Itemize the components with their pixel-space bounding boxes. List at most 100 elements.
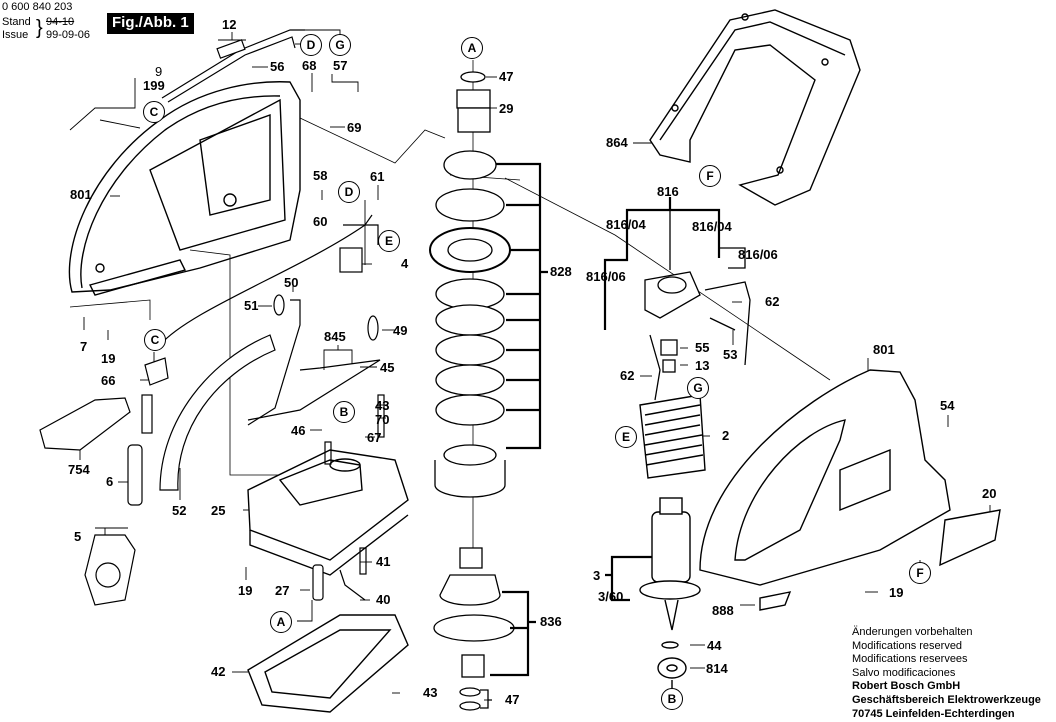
callout-814[interactable]: 814 <box>706 661 728 676</box>
company-name: Robert Bosch GmbH <box>852 680 961 693</box>
callout-47-top[interactable]: 47 <box>499 69 514 84</box>
callout-816-04-right[interactable]: 816/04 <box>692 219 732 234</box>
callout-46[interactable]: 46 <box>291 423 306 438</box>
header-bracket: } <box>36 17 43 39</box>
callout-29[interactable]: 29 <box>499 101 514 116</box>
callout-50[interactable]: 50 <box>284 275 299 290</box>
note-salvo-modificaciones-es: Salvo modificaciones <box>852 666 956 679</box>
ref-circle-D-mid[interactable]: D <box>338 181 360 203</box>
callout-69[interactable]: 69 <box>347 120 362 135</box>
callout-70[interactable]: 70 <box>375 412 390 427</box>
callout-57[interactable]: 57 <box>333 58 348 73</box>
callout-19-left[interactable]: 19 <box>101 351 116 366</box>
callout-67[interactable]: 67 <box>367 430 382 445</box>
callout-816-06-left[interactable]: 816/06 <box>586 269 626 284</box>
callout-3-60[interactable]: 3/60 <box>598 589 624 604</box>
ref-circle-E-left[interactable]: E <box>378 230 400 252</box>
callout-62-upper[interactable]: 62 <box>765 294 780 309</box>
callout-61[interactable]: 61 <box>370 169 385 184</box>
assembly-lines <box>69 117 831 476</box>
spindle-836 <box>433 547 536 711</box>
callout-5[interactable]: 5 <box>74 529 82 544</box>
callout-42[interactable]: 42 <box>211 664 226 679</box>
cable-12 <box>161 29 305 103</box>
callout-25[interactable]: 25 <box>211 503 226 518</box>
small-parts-left <box>39 214 385 606</box>
ref-circle-B-left[interactable]: B <box>333 401 355 423</box>
callout-27[interactable]: 27 <box>275 583 290 598</box>
callout-816-04-left[interactable]: 816/04 <box>606 217 646 232</box>
callout-45[interactable]: 45 <box>380 360 395 375</box>
callout-9[interactable]: 9 <box>155 64 163 79</box>
note-modifications-reserved-en: Modifications reserved <box>852 639 963 652</box>
ref-circle-A-top[interactable]: A <box>461 37 483 59</box>
issue-value: 99-09-06 <box>46 29 91 41</box>
baseplate-42 <box>247 614 409 713</box>
callout-43-lower[interactable]: 43 <box>423 685 438 700</box>
ref-circle-E-motor[interactable]: E <box>615 426 637 448</box>
callout-3[interactable]: 3 <box>593 568 601 583</box>
callout-62-lower[interactable]: 62 <box>620 368 635 383</box>
callout-6[interactable]: 6 <box>106 474 114 489</box>
callout-828[interactable]: 828 <box>550 264 572 279</box>
callout-4[interactable]: 4 <box>401 256 409 271</box>
armature-3 <box>605 497 701 688</box>
callout-2[interactable]: 2 <box>722 428 730 443</box>
callout-47-bottom[interactable]: 47 <box>505 692 520 707</box>
callout-888[interactable]: 888 <box>712 603 734 618</box>
callout-40[interactable]: 40 <box>376 592 391 607</box>
callout-52[interactable]: 52 <box>172 503 187 518</box>
callout-13[interactable]: 13 <box>695 358 710 373</box>
part-number: 0 600 840 203 <box>2 1 73 13</box>
callout-816[interactable]: 816 <box>657 184 679 199</box>
housing-right-801 <box>699 369 1001 611</box>
stand-label: Stand <box>2 16 31 28</box>
callout-816-06-right[interactable]: 816/06 <box>738 247 778 262</box>
callout-53[interactable]: 53 <box>723 347 738 362</box>
leader-lines <box>69 29 991 701</box>
ref-circle-F-housing[interactable]: F <box>909 562 931 584</box>
ref-circle-B-bottom[interactable]: B <box>661 688 683 710</box>
gear-stack-828 <box>429 60 548 560</box>
callout-56[interactable]: 56 <box>270 59 285 74</box>
callout-864[interactable]: 864 <box>606 135 628 150</box>
housing-left-801 <box>68 81 301 296</box>
ref-circle-C-left[interactable]: C <box>144 329 166 351</box>
callout-41[interactable]: 41 <box>376 554 391 569</box>
callout-199[interactable]: 199 <box>143 78 165 93</box>
issue-label: Issue <box>2 29 29 41</box>
callout-12[interactable]: 12 <box>222 17 237 32</box>
notes-block: Änderungen vorbehalten Modifications res… <box>852 626 1041 721</box>
callout-801-left[interactable]: 801 <box>70 187 92 202</box>
callout-55[interactable]: 55 <box>695 340 710 355</box>
callout-845[interactable]: 845 <box>324 329 346 344</box>
callout-19-right[interactable]: 19 <box>889 585 904 600</box>
ref-circle-F-handle[interactable]: F <box>699 165 721 187</box>
callout-49[interactable]: 49 <box>393 323 408 338</box>
figure-title: Fig./Abb. 1 <box>107 13 194 34</box>
ref-circle-G-top[interactable]: G <box>329 34 351 56</box>
callout-836[interactable]: 836 <box>540 614 562 629</box>
ref-circle-D-top[interactable]: D <box>300 34 322 56</box>
callout-44[interactable]: 44 <box>707 638 722 653</box>
company-address: 70745 Leinfelden-Echterdingen <box>852 707 1015 720</box>
callout-19-mid[interactable]: 19 <box>238 583 253 598</box>
callout-7[interactable]: 7 <box>80 339 88 354</box>
callout-60[interactable]: 60 <box>313 214 328 229</box>
ref-circle-A-bottom[interactable]: A <box>270 611 292 633</box>
callout-801-right[interactable]: 801 <box>873 342 895 357</box>
callout-54[interactable]: 54 <box>940 398 955 413</box>
callout-66[interactable]: 66 <box>101 373 116 388</box>
callout-51[interactable]: 51 <box>244 298 259 313</box>
ref-circle-G-motor[interactable]: G <box>687 377 709 399</box>
callout-68[interactable]: 68 <box>302 58 317 73</box>
callout-58[interactable]: 58 <box>313 168 328 183</box>
callout-754[interactable]: 754 <box>68 462 90 477</box>
callout-20[interactable]: 20 <box>982 486 997 501</box>
switch-816 <box>603 197 751 401</box>
ref-circle-C-top[interactable]: C <box>143 101 165 123</box>
stand-value: 94-10 <box>46 16 75 28</box>
gearbox-housing-25 <box>247 449 409 576</box>
callout-43-upper[interactable]: 43 <box>375 398 390 413</box>
